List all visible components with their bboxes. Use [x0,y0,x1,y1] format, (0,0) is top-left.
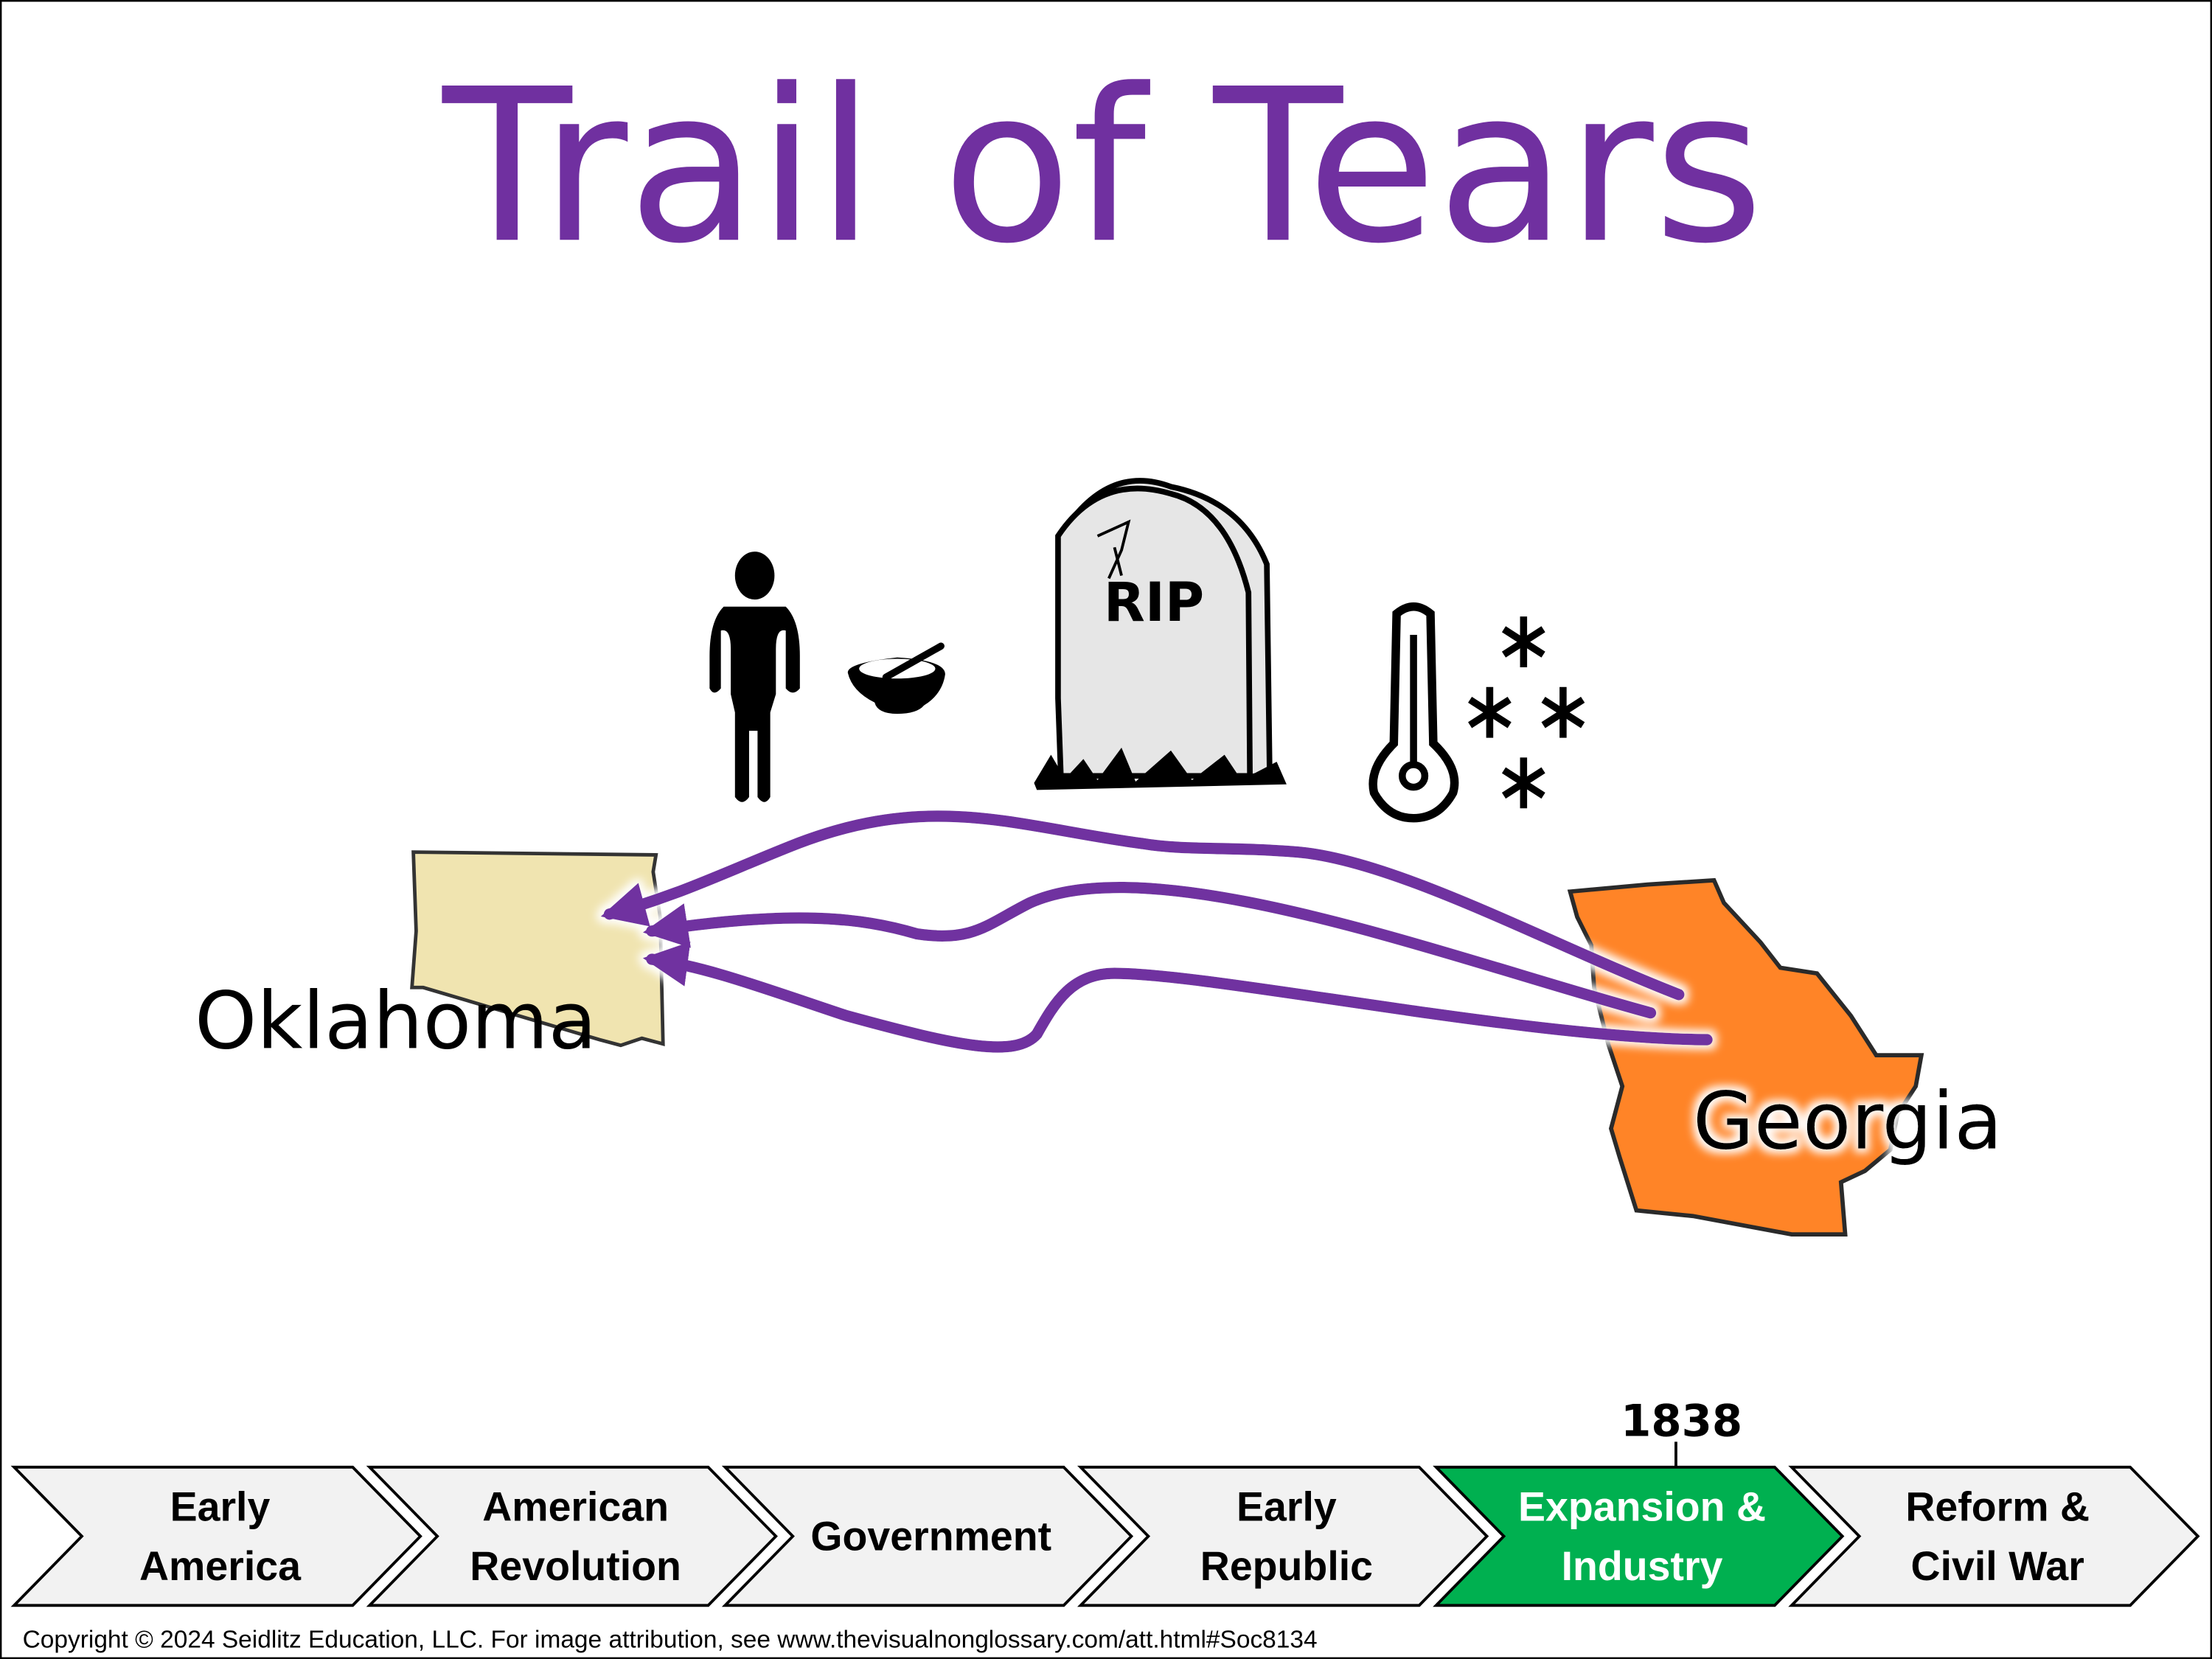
era-chevron-shape [1788,1465,2200,1607]
copyright-footer: Copyright © 2024 Seidlitz Education, LLC… [23,1627,1318,1654]
empty-bowl-icon [847,642,945,714]
era-chevron-shape [721,1465,1134,1607]
era-timeline: 1838 EarlyAmericaAmericanRevolutionGover… [10,1396,2200,1607]
era-label: America [139,1543,302,1589]
era-chevron-shape [366,1465,778,1607]
georgia-label: Georgia [1693,1076,2003,1167]
migration-arrows [600,810,1713,1053]
era-chevron-5[interactable]: Reform & Civil War [1788,1465,2200,1607]
era-chevron-4[interactable]: Expansion & Industry [1433,1465,1845,1607]
tombstone-text: RIP [1104,572,1204,634]
era-label: Industry [1562,1543,1723,1589]
era-label: Reform & [1905,1484,2090,1529]
era-label: Civil War [1911,1543,2084,1589]
era-chevron-shape [10,1465,422,1607]
oklahoma-label: Oklahoma [195,976,597,1068]
timeline-year-marker: 1838 [1621,1396,1742,1447]
era-label: American [482,1484,669,1529]
era-chevron-shape [1077,1465,1489,1607]
route-arrow [600,810,1685,1001]
georgia-map [1567,877,1924,1237]
oklahoma-map [410,850,665,1048]
era-label: Revolution [470,1543,681,1589]
era-label: Republic [1200,1543,1373,1589]
era-chevron-2[interactable]: Government [721,1465,1134,1607]
route-arrow [642,942,1713,1053]
thermometer-icon [1368,602,1459,823]
route-arrow [642,881,1657,1019]
era-label: Early [170,1484,271,1529]
starving-person-icon [709,552,800,802]
era-label: Early [1237,1484,1337,1529]
tombstone-icon: RIP [1034,478,1287,790]
page-title: Trail of Tears [439,44,1764,290]
era-chevron-shape [1433,1465,1845,1607]
snowflake-icon [1468,616,1585,809]
era-label: Expansion & [1518,1484,1766,1529]
era-label: Government [810,1514,1051,1559]
